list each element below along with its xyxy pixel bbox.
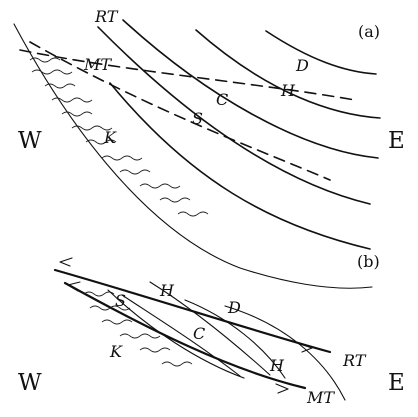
panel-b-h-layer [149,281,271,376]
panel-b-label-mt: MT [306,388,335,407]
panel-b-h-descending [184,299,286,379]
panel-b-label-east: E [388,370,405,396]
panel-a-label-d: D [295,56,309,75]
panel-a-layer-3 [195,29,381,119]
panel-b-label-h-top: H [159,281,175,300]
panel-b: (b) S H D C K H RT MT W E [18,252,405,407]
panel-b-label-d: D [227,298,241,317]
panel-a-label-c: C [216,90,228,109]
panel-a-layer-2 [122,19,379,159]
panel-a-label-h: H [280,81,296,100]
panel-a-roof-thrust-dashed [19,49,356,101]
panel-b-rt-arrow-left [59,257,73,267]
panel-a-label-s: S [192,109,203,128]
panel-b-basement-texture [83,291,193,367]
panel-b-label-s: S [115,291,126,310]
panel-a-label-west: W [18,128,42,154]
panel-b-label-k: K [109,342,123,361]
panel-a-label-east: E [388,128,405,154]
panel-b-d-layer [224,305,346,401]
panel-a-layer-5 [109,82,371,250]
panel-b-main-thrust [63,281,307,390]
panel-b-title: (b) [357,252,380,271]
panel-a-label-rt: RT [94,7,119,26]
panel-b-s-layer [121,294,241,377]
panel-a-label-k: K [103,128,117,147]
panel-b-label-west: W [18,370,42,396]
panel-a-layer-4 [265,30,377,75]
panel-a-layer-1 [97,26,371,205]
panel-a-basement-texture [29,57,209,217]
panel-a: RT MT D H C S K W E (a) [13,7,405,289]
panel-a-main-thrust-dashed [29,41,331,181]
panel-b-label-h-bottom: H [269,356,285,375]
panel-b-k-boundary [107,289,245,379]
panel-a-title: (a) [358,22,380,41]
panel-b-label-c: C [193,324,205,343]
panel-b-label-rt: RT [342,351,367,370]
panel-a-label-mt: MT [83,55,112,74]
panel-b-mt-arrow-left [67,281,81,292]
panel-b-mt-arrow-right [275,383,289,394]
panel-a-lower-boundary [13,23,373,289]
